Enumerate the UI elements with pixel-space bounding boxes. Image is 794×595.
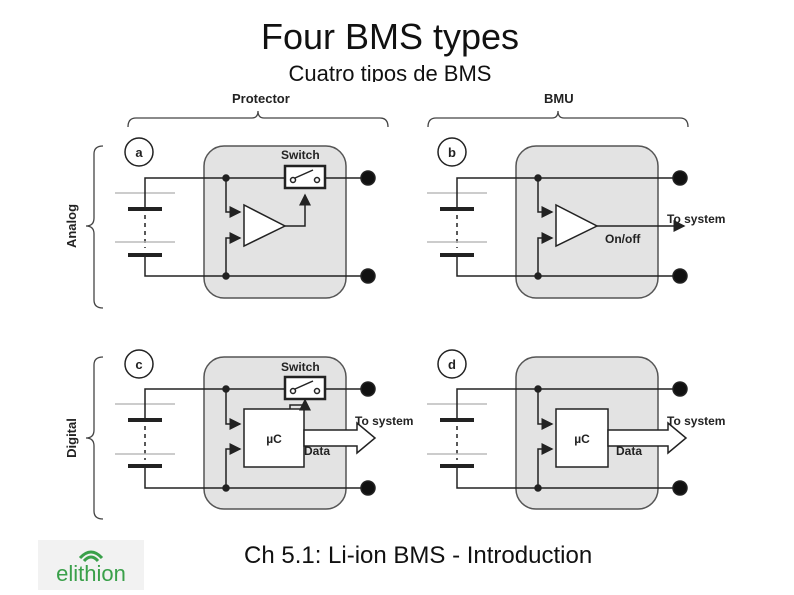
data-arrow	[303, 421, 377, 455]
data-arrow	[607, 421, 688, 455]
column-header-protector: Protector	[127, 91, 389, 128]
onoff-label: On/off	[605, 232, 641, 246]
panel-letter: c	[135, 357, 142, 372]
panel-b	[427, 137, 688, 299]
chip-label: µC	[266, 432, 282, 446]
logo-wordmark: elithion	[56, 561, 126, 586]
panel-letter-circle	[124, 137, 154, 167]
row-label-analog: Analog	[64, 204, 79, 248]
panel-letter: d	[448, 357, 456, 372]
slide-footer: Ch 5.1: Li-ion BMS - Introduction	[244, 542, 593, 569]
panel-c	[115, 349, 377, 510]
switch-icon	[283, 164, 327, 190]
to-system-label: To system	[667, 212, 725, 226]
slide-title: Four BMS types	[260, 16, 520, 57]
to-system-label: To system	[667, 414, 725, 428]
panel-letter: a	[135, 145, 143, 160]
chip-label: µC	[574, 432, 590, 446]
to-system-label: To system	[355, 414, 413, 428]
column-header-bmu: BMU	[427, 91, 689, 128]
data-label: Data	[616, 444, 642, 458]
row-header-analog: Analog	[64, 145, 104, 309]
panel-letter-circle	[437, 349, 467, 379]
elithion-logo: elithion	[38, 540, 144, 590]
column-label-protector: Protector	[232, 91, 290, 106]
slide-subtitle: Cuatro tipos de BMS	[288, 61, 492, 82]
panel-letter: b	[448, 145, 456, 160]
column-label-bmu: BMU	[544, 91, 574, 106]
panel-d	[427, 349, 688, 510]
switch-icon	[283, 375, 327, 401]
panel-letter-circle	[124, 349, 154, 379]
panel-a	[115, 137, 376, 299]
data-label: Data	[304, 444, 330, 458]
switch-label: Switch	[281, 148, 320, 162]
row-header-digital: Digital	[64, 356, 104, 520]
panel-letter-circle	[437, 137, 467, 167]
switch-label: Switch	[281, 360, 320, 374]
microcontroller-chip	[243, 408, 305, 468]
row-label-digital: Digital	[64, 418, 79, 458]
microcontroller-chip	[555, 408, 609, 468]
